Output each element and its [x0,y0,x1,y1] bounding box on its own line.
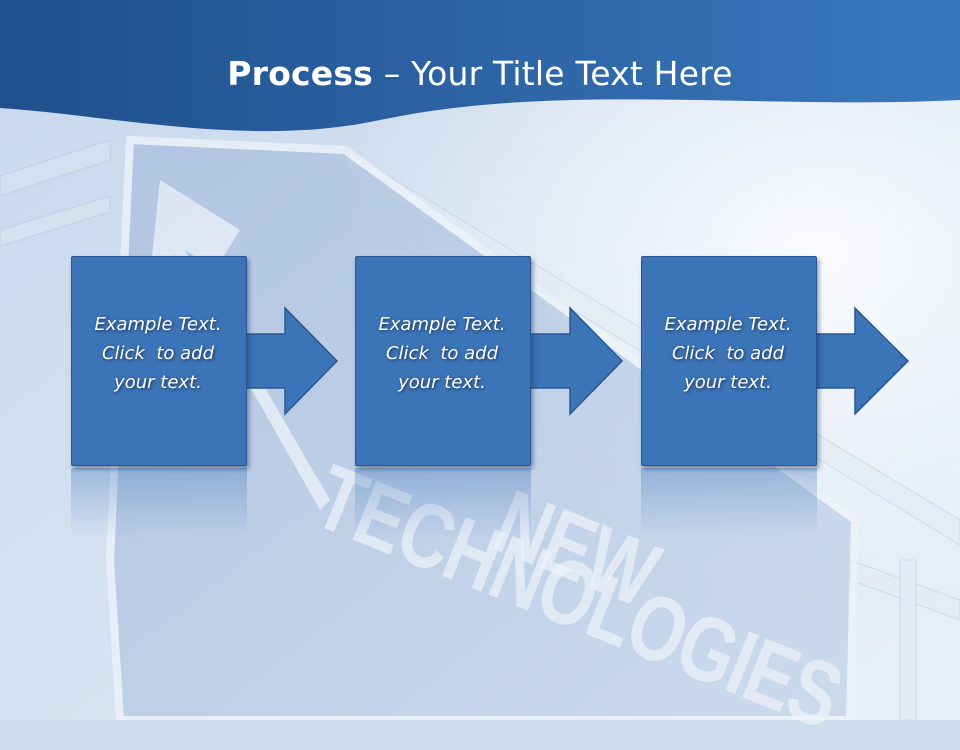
process-step-1[interactable]: Example Text. Click to add your text. [71,256,247,466]
step-line: your text. [684,372,772,393]
step-line: Example Text. [378,314,506,335]
header-band [0,0,960,132]
title-bold: Process [227,54,374,93]
step-line: your text. [114,372,202,393]
box-reflection [355,468,531,538]
slide-title[interactable]: Process – Your Title Text Here [0,54,960,93]
box-reflection [71,468,247,538]
step-line: your text. [398,372,486,393]
step-line: Click to add [385,343,498,364]
step-text[interactable]: Example Text. Click to add your text. [355,310,529,397]
box-reflection [641,468,817,538]
process-step-3[interactable]: Example Text. Click to add your text. [641,256,817,466]
step-box[interactable] [71,256,247,466]
step-line: Example Text. [94,314,222,335]
step-line: Click to add [671,343,784,364]
step-box[interactable] [355,256,531,466]
step-box[interactable] [641,256,817,466]
title-rest: – Your Title Text Here [373,54,733,93]
step-text[interactable]: Example Text. Click to add your text. [641,310,815,397]
step-line: Example Text. [664,314,792,335]
step-text[interactable]: Example Text. Click to add your text. [71,310,245,397]
process-step-2[interactable]: Example Text. Click to add your text. [355,256,531,466]
step-line: Click to add [101,343,214,364]
